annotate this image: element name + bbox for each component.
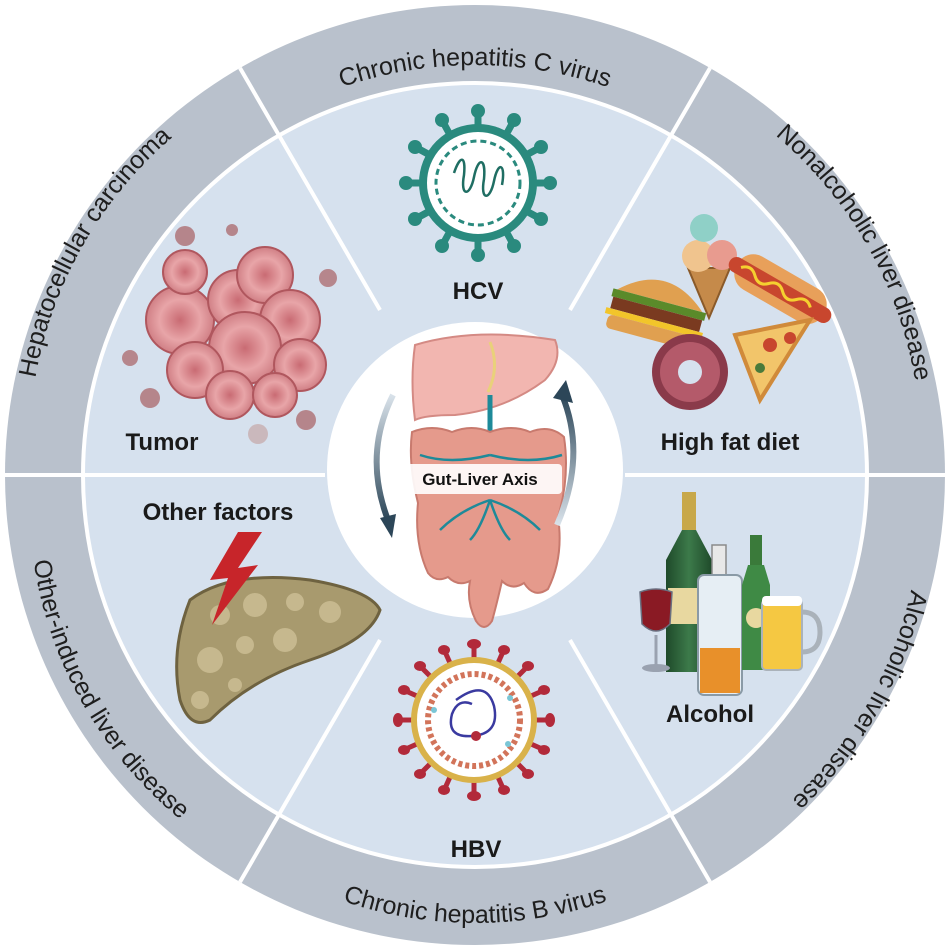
arrow-head-down-icon bbox=[380, 514, 396, 538]
divider-bottom-right bbox=[568, 638, 712, 884]
junk-food-icon bbox=[604, 214, 832, 410]
alcohol-bottles-icon bbox=[639, 492, 823, 696]
sector-label-alcohol: Alcohol bbox=[666, 701, 754, 728]
pizza-icon bbox=[732, 317, 815, 405]
ring-inner-border bbox=[81, 81, 869, 869]
sector-label-other-factors: Other factors bbox=[143, 499, 294, 526]
sector-label-hbv: HBV bbox=[451, 836, 502, 863]
hcv-virus-icon bbox=[399, 104, 557, 262]
donut-icon bbox=[652, 334, 728, 410]
damaged-liver-icon bbox=[175, 532, 382, 724]
sector-label-high-fat-diet: High fat diet bbox=[661, 429, 800, 456]
sector-dividers bbox=[5, 66, 945, 884]
cycle-arrows bbox=[373, 380, 577, 538]
champagne-neck bbox=[682, 492, 696, 532]
center-label: Gut-Liver Axis bbox=[422, 470, 538, 489]
hotdog-icon bbox=[728, 254, 832, 324]
sector-label-tumor: Tumor bbox=[126, 429, 199, 456]
lightning-icon bbox=[210, 532, 262, 625]
sector-label-hcv: HCV bbox=[453, 278, 504, 305]
divider-bottom-left bbox=[238, 638, 382, 884]
arrow-head-up-icon bbox=[553, 380, 573, 403]
divider-top-right bbox=[568, 66, 712, 312]
tumor-cells-icon bbox=[122, 224, 337, 444]
divider-top-left bbox=[238, 66, 382, 312]
hbv-virus-icon bbox=[393, 639, 555, 801]
liver-gut-icon bbox=[398, 333, 567, 628]
